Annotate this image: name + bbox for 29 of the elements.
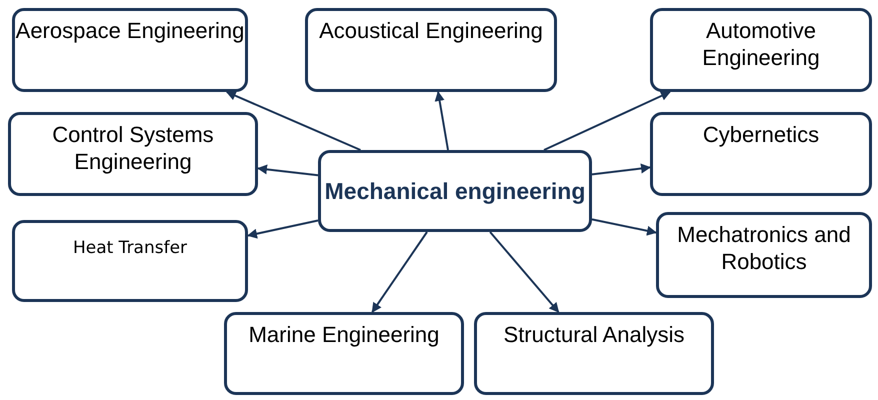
node-text: Heat Transfer [72,237,188,260]
arrow [247,220,318,239]
node-text: Structural Analysis [504,321,684,348]
topic-box [305,8,557,92]
node-text: Mechatronics and Robotics [676,221,852,275]
arrow [226,91,361,151]
topic-box [650,112,872,196]
topic-box [224,312,464,395]
arrow [544,91,671,151]
arrow [592,218,657,236]
arrow [257,164,318,176]
arrow [592,164,651,176]
node-text: Control Systems Engineering [51,121,215,175]
central-topic-box [318,150,592,232]
arrow [489,231,560,313]
topic-box [474,312,714,395]
topic-box [12,8,248,92]
node-text: Marine Engineering [248,321,440,348]
arrow [434,91,449,150]
topic-box [12,220,248,302]
node-text: Aerospace Engineering [16,17,244,44]
node-text: Acoustical Engineering [319,17,543,44]
node-text: Mechanical engineering [324,177,586,206]
node-text: Cybernetics [702,121,820,148]
topic-box [8,112,258,196]
arrow [371,231,428,313]
node-text: Automotive Engineering [701,17,821,71]
topic-box [650,8,872,92]
topic-box [656,212,872,298]
